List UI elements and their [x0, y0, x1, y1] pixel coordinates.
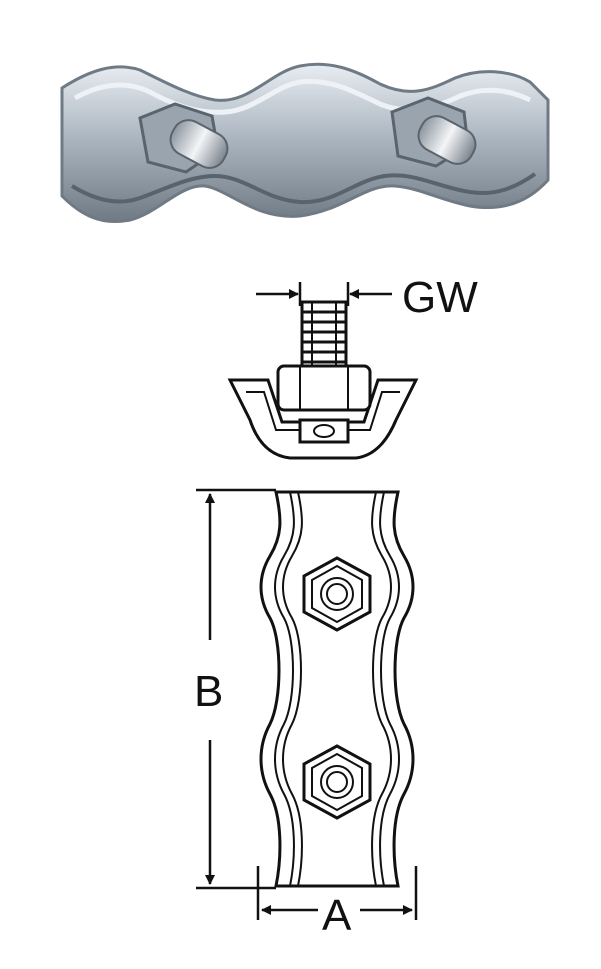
bolt-thread	[300, 300, 348, 372]
a-dimension	[256, 866, 418, 920]
clamp-front-view	[259, 490, 415, 888]
hex-nut-side	[276, 364, 372, 412]
clamp-photo-ridge-bottom	[70, 172, 537, 205]
clamp-photo-bolt-right	[390, 96, 477, 168]
clamp-photo-bolt-left	[138, 102, 229, 174]
gw-label: GW	[402, 273, 478, 322]
clamp-side-view	[227, 300, 419, 460]
clamp-inner-left	[274, 491, 295, 887]
gw-dimension	[256, 282, 392, 306]
hex-nut-top	[302, 556, 372, 632]
clamp-inner-right	[379, 491, 400, 887]
b-label: B	[194, 667, 223, 716]
clamp-plate-profile	[227, 378, 419, 460]
clamp-photo-ridge-top	[73, 78, 532, 115]
clamp-outline	[259, 490, 415, 888]
b-dimension	[196, 488, 276, 890]
hex-nut-bottom	[302, 744, 372, 820]
a-label: A	[322, 891, 352, 940]
clamp-photo	[60, 62, 550, 223]
